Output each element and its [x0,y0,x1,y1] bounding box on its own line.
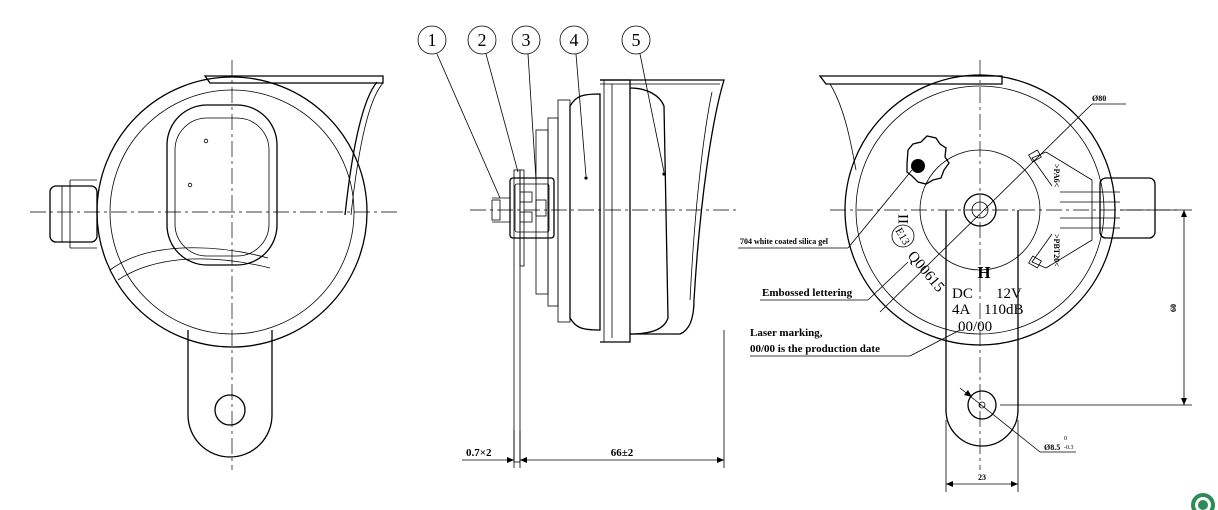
side-view: 1 2 3 4 5 [417,25,740,468]
company-logo [1191,493,1215,510]
terminal-upper-mark: >PA6< [1052,164,1061,188]
callout-1-label: 1 [428,30,437,50]
height-dimension: 60 [1169,304,1178,312]
callout-3: 3 [511,25,541,181]
callout-4: 4 [559,25,589,177]
callout-1: 1 [417,25,501,199]
callout-5-label: 5 [632,30,641,50]
callout-4-label: 4 [570,30,579,50]
diameter-dimension: Ø80 [1092,94,1106,103]
depth-dimension: 66±2 [611,447,634,459]
terminal-lower-mark: >PBT20< [1052,234,1061,267]
width-dimension: 23 [978,473,986,482]
hole-tolerance-upper: 0 [1064,436,1067,442]
date-mark: 00/00 [958,319,992,335]
laser-note-line2: 00/00 is the production date [750,343,880,355]
callout-3-label: 3 [522,30,531,50]
h-mark: H [977,263,990,282]
front-view [30,60,400,470]
dc-mark: DC [952,286,973,302]
e-mark: E13 [891,224,915,248]
hole-tolerance-lower: -0.3 [1064,445,1074,451]
callout-2-label: 2 [478,30,487,50]
thickness-dimension: 0.7×2 [466,447,492,459]
laser-note-line1: Laser marking, [750,327,823,339]
rear-view: II E13 Q00615 H DC 12V 4A 110dB 00/00 >P… [738,60,1192,492]
callout-5: 5 [621,25,665,173]
callout-2: 2 [467,25,519,173]
roman-mark: II [896,214,912,224]
voltage-mark: 12V [996,286,1022,302]
db-mark: 110dB [984,302,1023,318]
silica-gel-note: 704 white coated silica gel [740,237,829,246]
embossed-note: Embossed lettering [762,287,853,299]
current-mark: 4A [952,302,971,318]
hole-dimension: Ø8.5 [1044,443,1060,452]
